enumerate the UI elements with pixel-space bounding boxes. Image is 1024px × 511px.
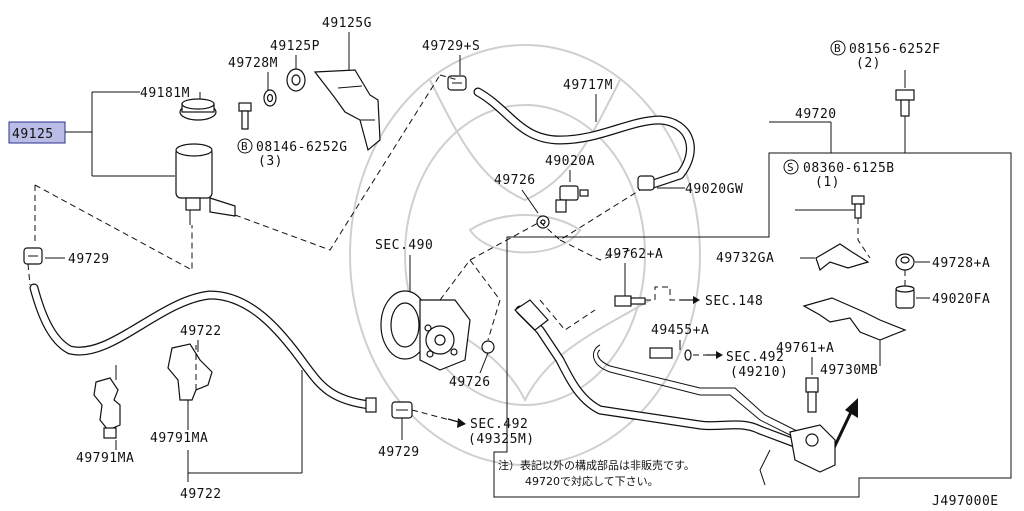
label-08360-qty: (1)	[815, 175, 840, 190]
label-49729-bottom[interactable]: 49729	[378, 445, 420, 460]
bolt-08156	[895, 89, 915, 117]
bushing-49125p	[286, 68, 306, 92]
bolt-08146	[238, 102, 252, 130]
bracket-49732ga	[815, 243, 870, 272]
pipe-assembly-49720	[514, 299, 836, 486]
label-08146-6252g[interactable]: 08146-6252G	[256, 140, 348, 155]
label-sec490[interactable]: SEC.490	[375, 238, 433, 253]
hose-49717m	[473, 87, 695, 190]
fitting-pipe-end	[649, 347, 673, 359]
label-49125g[interactable]: 49125G	[322, 16, 372, 31]
label-08146-qty: (3)	[258, 154, 283, 169]
label-49020a[interactable]: 49020A	[545, 154, 595, 169]
label-49729-s[interactable]: 49729+S	[422, 39, 480, 54]
dashed-connections	[27, 74, 906, 390]
bolt-b-symbol-1	[237, 138, 253, 154]
symbol-b-1: B	[241, 140, 248, 153]
label-49717m[interactable]: 49717M	[563, 78, 613, 93]
screw-s-symbol	[783, 159, 799, 175]
connector-49020a	[555, 185, 589, 213]
fitting-49020fa	[895, 285, 915, 309]
label-49722-bottom[interactable]: 49722	[180, 487, 222, 502]
hose-49722	[29, 283, 377, 413]
clamp-49729s	[447, 75, 467, 91]
label-49726-top[interactable]: 49726	[494, 173, 536, 188]
symbol-b-2: B	[834, 42, 841, 55]
label-49791ma-right[interactable]: 49791MA	[150, 431, 208, 446]
power-steering-pump	[380, 290, 471, 371]
bolt-b-symbol-2	[830, 40, 846, 56]
label-49125[interactable]: 49125	[12, 127, 54, 142]
bracket-49125g	[313, 69, 381, 152]
label-49455a[interactable]: 49455+A	[651, 323, 709, 338]
label-sec148[interactable]: SEC.148	[705, 294, 763, 309]
assembly-49720-boundary	[493, 152, 1012, 498]
reservoir-cap	[179, 98, 217, 121]
clip-49791ma-left	[93, 377, 121, 439]
label-08360-6125b[interactable]: 08360-6125B	[803, 161, 895, 176]
screw-08360	[851, 195, 865, 219]
label-49726-mid[interactable]: 49726	[449, 375, 491, 390]
note-line-1: 注）表記以外の構成部品は非販売です。	[498, 458, 695, 472]
washer-49726-mid	[481, 340, 495, 354]
washer-49728m	[263, 89, 277, 107]
oring-49455a	[684, 349, 692, 361]
label-08156-6252f[interactable]: 08156-6252F	[849, 42, 941, 57]
label-49762a[interactable]: 49762+A	[605, 247, 663, 262]
sensor-49762a	[614, 295, 646, 307]
label-49020gw[interactable]: 49020GW	[685, 182, 743, 197]
label-sec492-bottom[interactable]: SEC.492	[470, 417, 528, 432]
label-49730mb[interactable]: 49730MB	[820, 363, 878, 378]
label-49728m[interactable]: 49728M	[228, 56, 278, 71]
label-49732ga[interactable]: 49732GA	[716, 251, 774, 266]
clip-49020gw	[637, 175, 655, 191]
clip-49791ma-right	[167, 343, 213, 401]
clamp-49729-bottom	[391, 401, 413, 419]
note-line-2: 49720で対応して下さい。	[525, 474, 659, 488]
label-sec492-right-sub: (49210)	[730, 365, 788, 380]
watermark-emblem	[349, 44, 701, 466]
clamp-49729-left	[23, 247, 43, 265]
label-49729-left[interactable]: 49729	[68, 252, 110, 267]
label-49722-top[interactable]: 49722	[180, 324, 222, 339]
bracket-49730mb	[802, 297, 907, 341]
diagram-code: J497000E	[932, 494, 999, 509]
label-49020fa[interactable]: 49020FA	[932, 292, 990, 307]
label-49720[interactable]: 49720	[795, 107, 837, 122]
symbol-s: S	[787, 161, 794, 174]
reservoir-tank	[175, 143, 236, 225]
label-49761a[interactable]: 49761+A	[776, 341, 834, 356]
washer-49726-top	[536, 215, 550, 229]
sensor-49761a	[805, 377, 819, 413]
label-49791ma-left[interactable]: 49791MA	[76, 451, 134, 466]
label-49125p[interactable]: 49125P	[270, 39, 320, 54]
grommet-49728a	[895, 253, 915, 271]
label-08156-qty: (2)	[856, 56, 881, 71]
label-sec492-bottom-sub: (49325M)	[468, 432, 535, 447]
label-49181m[interactable]: 49181M	[140, 86, 190, 101]
label-sec492-right[interactable]: SEC.492	[726, 350, 784, 365]
label-49728a[interactable]: 49728+A	[932, 256, 990, 271]
